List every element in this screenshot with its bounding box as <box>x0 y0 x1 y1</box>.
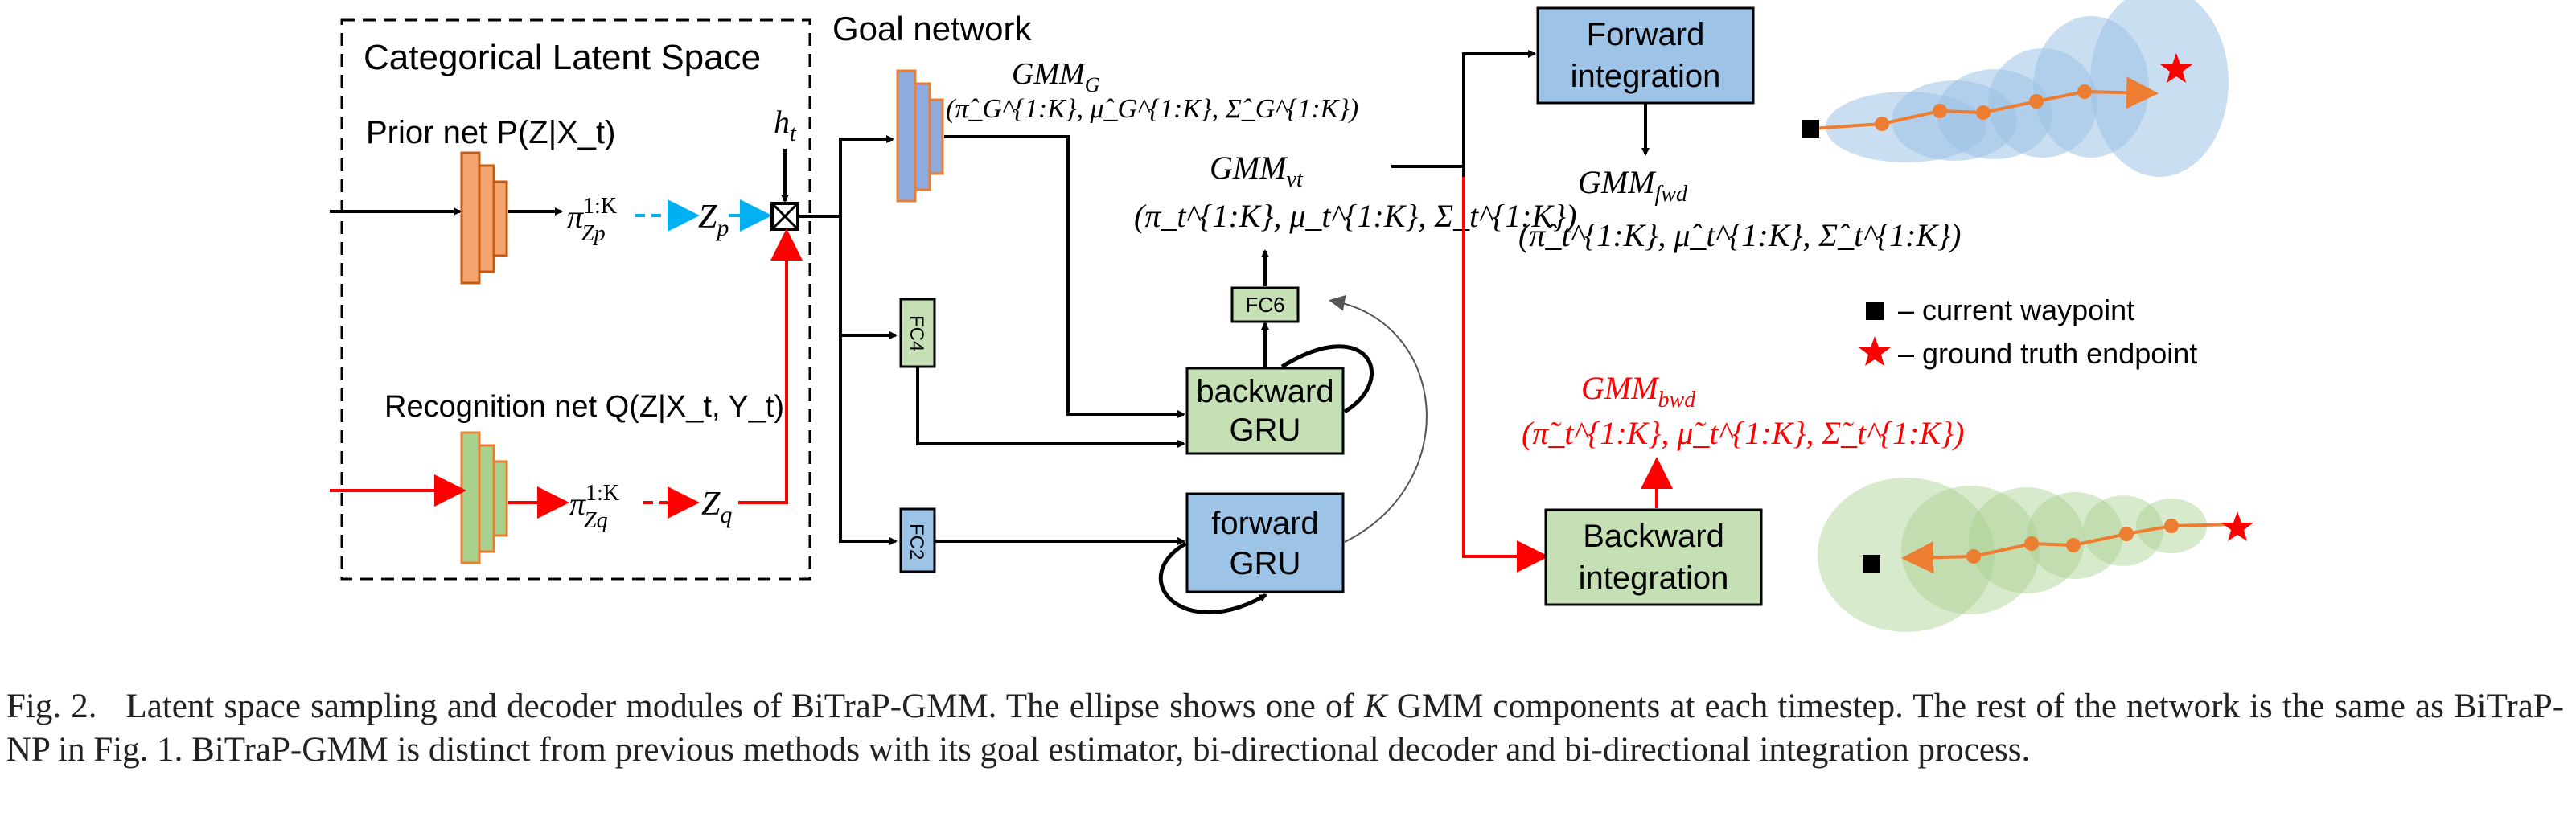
gmm-fwd-params: (π̂_t^{1:K}, μ̂_t^{1:K}, Σ̂_t^{1:K}) <box>1518 217 1961 253</box>
backward-gru-label-1: backward <box>1196 374 1333 409</box>
forward-trajectory-illustration <box>1802 0 2229 177</box>
legend-endpoint-marker <box>1859 336 1891 366</box>
prior-net-label: Prior net P(Z|X_t) <box>366 115 615 150</box>
caption-k: K <box>1363 688 1387 725</box>
legend-waypoint-marker <box>1866 302 1884 320</box>
forward-integration-box <box>1536 6 1755 105</box>
zq-label: Zq <box>701 486 732 528</box>
goal-to-bwd-gru-arrow <box>944 135 1185 418</box>
ht-label: ht <box>774 104 797 146</box>
architecture-diagram: Categorical Latent Space Goal network Pr… <box>330 0 2253 632</box>
recognition-net-label: Recognition net Q(Z|X_t, Y_t) <box>384 390 784 424</box>
recognition-net-block <box>460 431 508 564</box>
legend-endpoint-label: – ground truth endpoint <box>1898 337 2197 370</box>
concat-node <box>770 202 799 231</box>
fwd-gru-to-fc6-curve <box>1329 295 1428 543</box>
legend: – current waypoint – ground truth endpoi… <box>1859 294 2197 370</box>
forward-gru-label-2: GRU <box>1230 546 1301 581</box>
fc4-block <box>899 298 936 368</box>
gmm-vt-label: GMMvt <box>1210 150 1304 192</box>
forward-integration-label-2: integration <box>1571 59 1721 94</box>
prior-net-block <box>460 151 508 285</box>
latent-space-box <box>340 18 811 581</box>
fc4-to-bwd-gru-arrow <box>916 367 1185 448</box>
zp-label: Zp <box>698 199 729 241</box>
to-goal-arrow <box>839 135 894 216</box>
caption-text-1: Latent space sampling and decoder module… <box>125 688 1354 725</box>
gmm-bwd-params: (π̃_t^{1:K}, μ̃_t^{1:K}, Σ̃_t^{1:K}) <box>1522 415 1964 451</box>
backward-gru-box <box>1185 367 1345 455</box>
fc2-label: FC2 <box>906 523 927 560</box>
backward-integration-box <box>1544 508 1763 606</box>
gmm-vt-params: (π_t^{1:K}, μ_t^{1:K}, Σ_t^{1:K}) <box>1134 198 1576 234</box>
fc6-label: FC6 <box>1245 293 1284 317</box>
to-forward-integration-arrow <box>1462 50 1536 166</box>
fc2-block <box>899 507 936 573</box>
gmm-bwd-label: GMMbwd <box>1581 370 1696 413</box>
forward-gru-box <box>1185 492 1345 593</box>
backward-integration-label-1: Backward <box>1583 519 1724 554</box>
gmm-g-label: GMMG <box>1012 57 1100 96</box>
fc4-label: FC4 <box>906 315 927 351</box>
legend-waypoint-label: – current waypoint <box>1898 294 2134 326</box>
caption-text-2: GMM components at each timestep. The res… <box>6 688 2565 769</box>
fc6-block <box>1230 286 1300 323</box>
to-fc2-arrow <box>839 335 898 545</box>
backward-gru-label-2: GRU <box>1230 413 1301 448</box>
forward-gru-label-1: forward <box>1211 506 1318 541</box>
to-fc4-arrow <box>839 216 898 339</box>
forward-integration-label-1: Forward <box>1587 17 1705 52</box>
backward-gru-self-loop <box>1280 344 1374 414</box>
backward-integration-label-2: integration <box>1579 560 1729 596</box>
backward-trajectory-illustration <box>1818 478 2253 632</box>
caption-label: Fig. 2. <box>6 688 97 725</box>
goal-network-title: Goal network <box>832 10 1032 47</box>
zq-to-concat-arrow <box>738 228 803 504</box>
latent-space-title: Categorical Latent Space <box>364 38 761 77</box>
gmm-g-params: (π̂_G^{1:K}, μ̂_G^{1:K}, Σ̂_G^{1:K}) <box>946 94 1358 124</box>
gmm-fwd-label: GMMfwd <box>1578 164 1688 207</box>
goal-network-block <box>896 69 944 203</box>
forward-gru-self-loop <box>1158 541 1267 614</box>
figure-caption: Fig. 2. Latent space sampling and decoder… <box>6 685 2564 772</box>
